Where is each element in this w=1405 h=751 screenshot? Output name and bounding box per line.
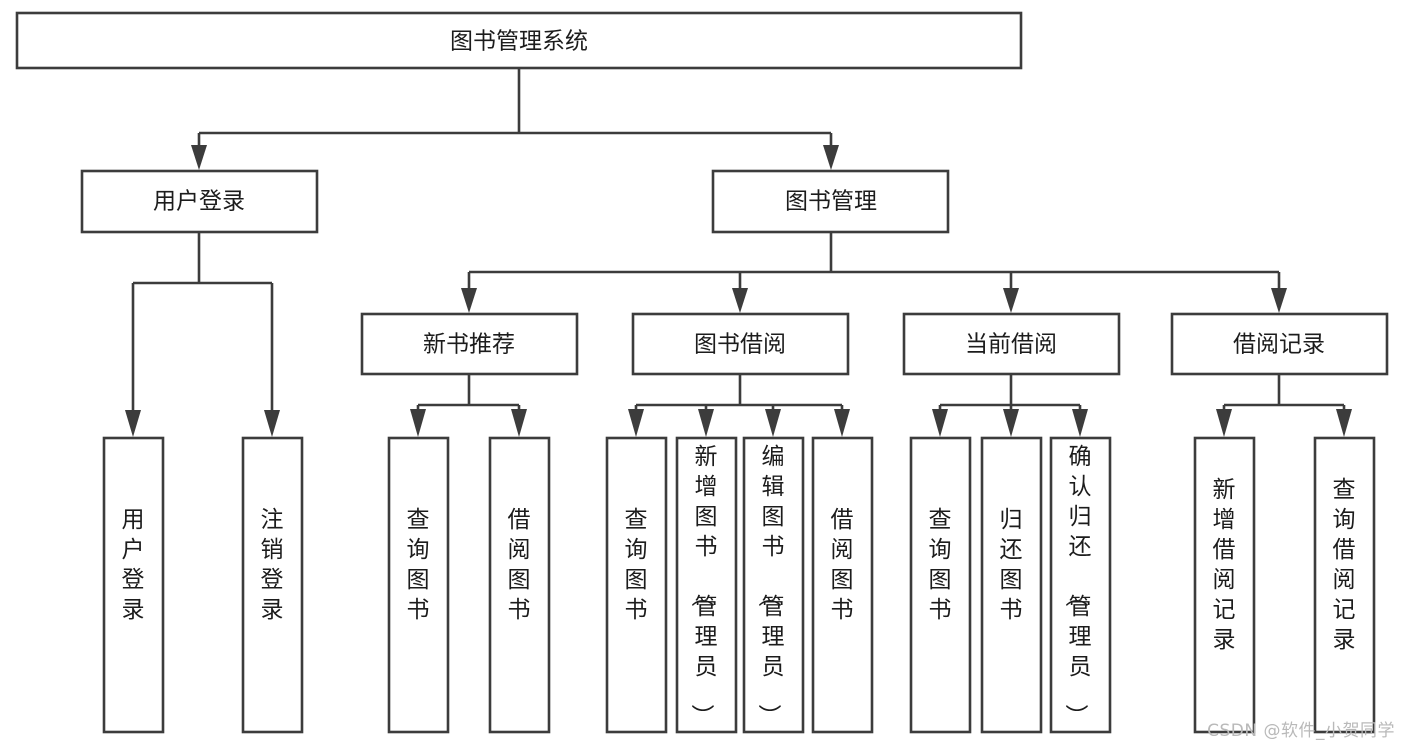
- leaf-confirm-return-box[interactable]: [1049, 436, 1112, 734]
- node-current-borrow-label: 当前借阅: [965, 332, 1057, 358]
- leaf-query-book-3-box[interactable]: [909, 436, 972, 734]
- arrow-head-leaf-user-login: [125, 410, 141, 437]
- leaf-query-book-3[interactable]: 查询图书: [909, 436, 972, 734]
- leaf-logout-label: 注销登录: [261, 507, 284, 623]
- arrow-head-book-management: [823, 145, 839, 170]
- leaf-query-record-label: 查询借阅记录: [1333, 477, 1356, 653]
- leaf-add-book[interactable]: 新增图书（管理员）: [675, 436, 738, 734]
- leaf-query-book-2-label: 查询图书: [625, 507, 648, 623]
- leaf-query-record-box[interactable]: [1313, 436, 1376, 734]
- csdn-watermark: CSDN @软件_小贺同学: [1207, 721, 1395, 741]
- leaf-logout-box[interactable]: [241, 436, 304, 734]
- arrow-head-current-borrow: [1003, 288, 1019, 313]
- arrow-head-leaf-edit-book: [765, 409, 781, 437]
- node-new-book-recommend-box[interactable]: [360, 312, 579, 376]
- leaf-confirm-return[interactable]: 确认归还（管理员）: [1049, 436, 1112, 734]
- node-current-borrow-box[interactable]: [902, 312, 1121, 376]
- arrow-head-leaf-query-book-1: [410, 409, 426, 437]
- leaf-return-book-box[interactable]: [980, 436, 1043, 734]
- node-book-management[interactable]: 图书管理: [711, 169, 950, 234]
- leaf-add-record-box[interactable]: [1193, 436, 1256, 734]
- leaf-borrow-book-2[interactable]: 借阅图书: [811, 436, 874, 734]
- leaf-add-record-label: 新增借阅记录: [1213, 477, 1236, 653]
- arrow-head-leaf-query-book-3: [932, 409, 948, 437]
- node-user-login-box[interactable]: [80, 169, 319, 234]
- leaf-query-book-1-box[interactable]: [387, 436, 450, 734]
- leaf-query-book-2-box[interactable]: [605, 436, 668, 734]
- leaf-borrow-book-2-box[interactable]: [811, 436, 874, 734]
- arrow-head-leaf-add-book: [698, 409, 714, 437]
- node-new-book-recommend[interactable]: 新书推荐: [360, 312, 579, 376]
- leaf-logout[interactable]: 注销登录: [241, 436, 304, 734]
- node-root-label: 图书管理系统: [450, 29, 588, 55]
- leaf-user-login-label: 用户登录: [122, 507, 145, 623]
- node-book-borrow-label: 图书借阅: [694, 332, 786, 358]
- leaf-query-record[interactable]: 查询借阅记录: [1313, 436, 1376, 734]
- leaf-query-book-2[interactable]: 查询图书: [605, 436, 668, 734]
- leaf-query-book-1-label: 查询图书: [407, 507, 430, 623]
- leaf-return-book-label: 归还图书: [1000, 507, 1023, 623]
- arrow-head-book-borrow: [732, 288, 748, 313]
- node-book-management-box[interactable]: [711, 169, 950, 234]
- node-root-box[interactable]: [15, 11, 1023, 70]
- leaf-query-book-1[interactable]: 查询图书: [387, 436, 450, 734]
- arrow-head-leaf-query-book-2: [628, 409, 644, 437]
- leaf-add-book-box[interactable]: [675, 436, 738, 734]
- node-user-login[interactable]: 用户登录: [80, 169, 319, 234]
- leaf-confirm-return-label: 确认归还（管理员）: [1063, 444, 1092, 727]
- node-book-borrow-box[interactable]: [631, 312, 850, 376]
- node-new-book-recommend-label: 新书推荐: [423, 332, 515, 358]
- arrow-head-leaf-confirm-return: [1072, 409, 1088, 437]
- node-borrow-record-box[interactable]: [1170, 312, 1389, 376]
- connector-layer: [125, 68, 1352, 437]
- leaf-add-book-label: 新增图书（管理员）: [689, 444, 718, 727]
- arrow-head-leaf-return-book: [1003, 409, 1019, 437]
- arrow-head-new-book-recommend: [461, 288, 477, 313]
- leaf-query-book-3-label: 查询图书: [929, 507, 952, 623]
- node-root[interactable]: 图书管理系统: [15, 11, 1023, 70]
- leaf-borrow-book-2-label: 借阅图书: [831, 507, 854, 623]
- node-borrow-record[interactable]: 借阅记录: [1170, 312, 1389, 376]
- arrow-head-leaf-borrow-book-2: [834, 409, 850, 437]
- arrow-head-leaf-add-record: [1216, 409, 1232, 437]
- arrow-head-user-login: [191, 145, 207, 170]
- leaf-borrow-book-1-box[interactable]: [488, 436, 551, 734]
- arrow-head-borrow-record: [1271, 288, 1287, 313]
- leaf-borrow-book-1-label: 借阅图书: [508, 507, 531, 623]
- arrow-head-leaf-query-record: [1336, 409, 1352, 437]
- leaf-return-book[interactable]: 归还图书: [980, 436, 1043, 734]
- leaf-add-record[interactable]: 新增借阅记录: [1193, 436, 1256, 734]
- node-book-management-label: 图书管理: [785, 189, 877, 215]
- leaf-edit-book-box[interactable]: [742, 436, 805, 734]
- leaf-edit-book[interactable]: 编辑图书（管理员）: [742, 436, 805, 734]
- leaf-user-login-box[interactable]: [102, 436, 165, 734]
- node-user-login-label: 用户登录: [153, 189, 245, 215]
- node-book-borrow[interactable]: 图书借阅: [631, 312, 850, 376]
- leaf-borrow-book-1[interactable]: 借阅图书: [488, 436, 551, 734]
- arrow-head-leaf-borrow-book-1: [511, 409, 527, 437]
- leaf-edit-book-label: 编辑图书（管理员）: [756, 444, 785, 727]
- arrow-head-leaf-logout: [264, 410, 280, 437]
- leaf-user-login[interactable]: 用户登录: [102, 436, 165, 734]
- node-borrow-record-label: 借阅记录: [1233, 332, 1325, 358]
- node-current-borrow[interactable]: 当前借阅: [902, 312, 1121, 376]
